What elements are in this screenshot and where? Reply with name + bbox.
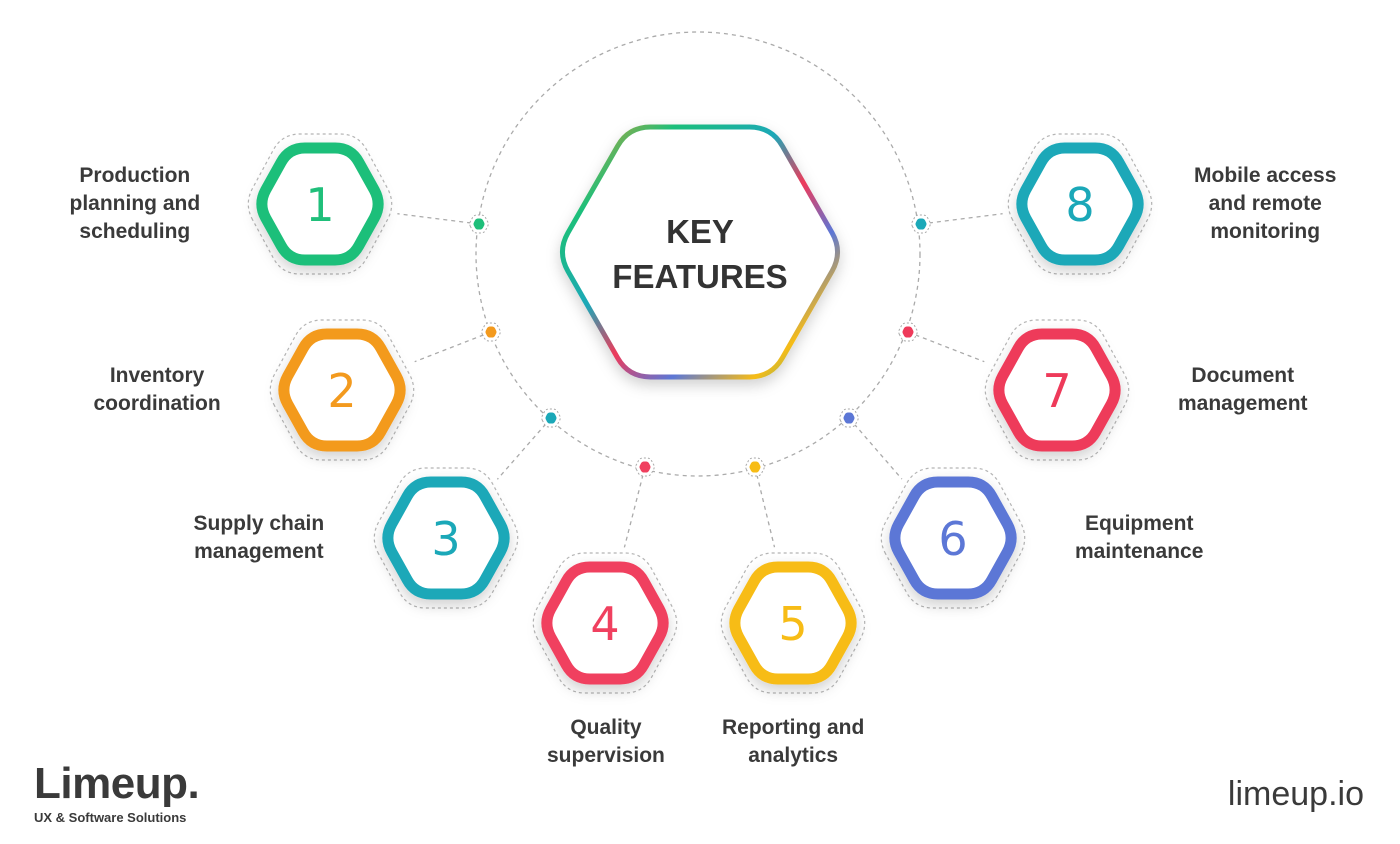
feature-label-8-line-2: and remote	[1208, 192, 1322, 215]
feature-hexagon-outline-6	[880, 467, 1026, 609]
feature-label-2-line-2: coordination	[93, 392, 221, 415]
connector-line-1	[397, 213, 480, 225]
connector-node-7	[902, 326, 914, 338]
connector-line-7	[907, 331, 985, 363]
feature-hexagon-7: 7	[984, 319, 1130, 461]
connector-node-1	[473, 218, 485, 230]
center-title-line2: FEATURES	[612, 258, 787, 295]
brand-name: Limeup.	[34, 759, 200, 808]
feature-number-2: 2	[327, 364, 356, 418]
website-url: limeup.io	[1227, 775, 1364, 813]
feature-label-1-line-1: Production	[79, 164, 191, 187]
connector-node-5	[749, 461, 761, 473]
feature-label-8-line-1: Mobile access	[1194, 164, 1337, 187]
feature-hexagon-2: 2	[269, 319, 415, 461]
orbit-ring	[475, 31, 921, 477]
feature-hexagon-shape-8	[1016, 142, 1144, 266]
feature-hexagon-outline-2	[269, 319, 415, 461]
feature-hexagon-5: 5	[720, 552, 866, 694]
feature-label-3-line-1: Supply chain	[193, 512, 325, 535]
feature-hexagon-outline-8	[1007, 133, 1153, 275]
center-hexagon: KEY FEATURES	[559, 124, 841, 380]
connector-line-2	[414, 331, 492, 363]
connector-line-8	[920, 213, 1003, 225]
connector-node-4	[639, 461, 651, 473]
feature-label-3: Supply chain management	[194, 510, 325, 566]
feature-number-3: 3	[431, 512, 460, 566]
feature-label-1: Production planning and scheduling	[70, 162, 201, 246]
feature-label-5-line-2: analytics	[748, 744, 839, 767]
feature-number-5: 5	[778, 597, 807, 651]
feature-label-2-line-1: Inventory	[109, 364, 205, 387]
feature-hexagon-outline-7	[984, 319, 1130, 461]
connector-lines	[397, 213, 1003, 548]
feature-number-1: 1	[305, 178, 334, 232]
connector-node-8	[915, 218, 927, 230]
connector-node-2	[485, 326, 497, 338]
feature-label-2: Inventory coordination	[94, 362, 221, 418]
feature-number-4: 4	[590, 597, 619, 651]
feature-hexagon-shape-4	[541, 561, 669, 685]
feature-hexagon-outline-5	[720, 552, 866, 694]
connector-line-4	[623, 466, 646, 548]
feature-label-4-line-1: Quality	[570, 716, 642, 739]
feature-hexagon-shape-5	[729, 561, 857, 685]
connector-line-5	[754, 466, 776, 548]
feature-hexagon-shape-6	[889, 476, 1017, 600]
feature-label-6: Equipment maintenance	[1075, 510, 1203, 566]
feature-label-1-line-2: planning and	[69, 192, 201, 215]
connector-node-3	[545, 412, 557, 424]
feature-label-6-line-1: Equipment	[1084, 512, 1194, 535]
feature-label-1-line-3: scheduling	[79, 220, 191, 243]
brand-logo: Limeup. UX & Software Solutions	[34, 759, 200, 826]
connector-nodes	[469, 214, 931, 477]
feature-label-8: Mobile access and remote monitoring	[1194, 162, 1336, 246]
feature-label-4-line-2: supervision	[547, 744, 665, 767]
brand-tagline: UX & Software Solutions	[34, 810, 187, 825]
feature-label-7-line-1: Document	[1191, 364, 1295, 387]
feature-label-6-line-2: maintenance	[1075, 540, 1204, 563]
connector-line-6	[848, 417, 903, 480]
center-title-line1: KEY	[666, 213, 734, 250]
feature-hexagon-shape-7	[993, 328, 1121, 452]
feature-label-7-line-2: management	[1178, 392, 1308, 415]
feature-hexagon-outline-3	[373, 467, 519, 609]
feature-number-6: 6	[938, 512, 967, 566]
feature-hexagon-outline-4	[532, 552, 678, 694]
feature-label-5-line-1: Reporting and	[722, 716, 865, 739]
feature-hexagon-4: 4	[532, 552, 678, 694]
feature-label-4: Quality supervision	[547, 714, 665, 770]
feature-number-7: 7	[1042, 364, 1071, 418]
connector-node-6	[843, 412, 855, 424]
feature-hexagon-shape-2	[278, 328, 406, 452]
feature-hexagon-3: 3	[373, 467, 519, 609]
feature-hexagon-shape-1	[256, 142, 384, 266]
feature-hexagon-6: 6	[880, 467, 1026, 609]
feature-number-8: 8	[1065, 178, 1094, 232]
feature-label-7: Document management	[1178, 362, 1308, 418]
feature-hexagon-outline-1	[247, 133, 393, 275]
feature-label-8-line-3: monitoring	[1210, 220, 1321, 243]
center-hexagon-shape	[559, 124, 841, 380]
feature-label-5: Reporting and analytics	[722, 714, 864, 770]
feature-hexagon-shape-3	[382, 476, 510, 600]
feature-hexagon-8: 8	[1007, 133, 1153, 275]
feature-hexagon-1: 1	[247, 133, 393, 275]
connector-line-3	[496, 417, 552, 480]
feature-hexagons: 1 2 3 4 5 6 7 8	[247, 133, 1153, 694]
feature-label-3-line-2: management	[194, 540, 324, 563]
